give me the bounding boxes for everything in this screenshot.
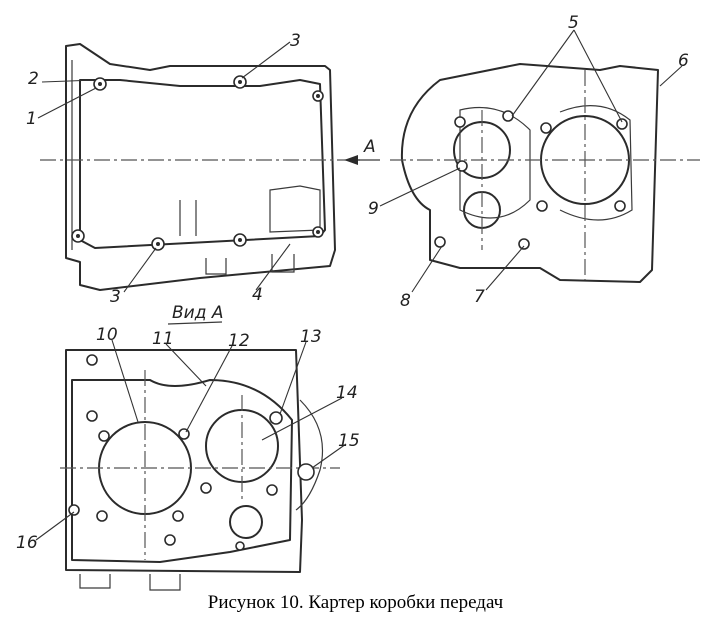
callout-8: 8 xyxy=(400,291,411,311)
arrow-label: А xyxy=(363,137,376,157)
view-arrow: А xyxy=(344,137,380,165)
view-a-label: Вид А xyxy=(172,303,224,323)
callout-13: 13 xyxy=(300,327,322,347)
callout-14: 14 xyxy=(336,383,358,403)
callout-9: 9 xyxy=(368,199,379,219)
callout-12: 12 xyxy=(228,331,250,351)
callout-6: 6 xyxy=(678,51,689,71)
callout-3-bottom: 3 xyxy=(110,287,121,307)
callout-4: 4 xyxy=(252,285,263,305)
callout-11: 11 xyxy=(152,329,174,349)
callout-1: 1 xyxy=(26,109,37,129)
callout-7: 7 xyxy=(474,287,485,307)
callout-15: 15 xyxy=(338,431,360,451)
callout-2: 2 xyxy=(28,69,39,89)
callout-3-top: 3 xyxy=(290,31,301,51)
view-a-inner xyxy=(71,379,293,563)
callout-10: 10 xyxy=(96,325,118,345)
callouts: 1 2 3 3 4 5 6 7 8 9 10 11 12 13 14 15 16 xyxy=(16,13,689,553)
view-a-outline xyxy=(65,349,303,573)
side-view-inner xyxy=(79,79,326,249)
view-a: Вид А xyxy=(60,303,340,591)
callout-16: 16 xyxy=(16,533,38,553)
view-a-boss xyxy=(229,505,263,539)
side-view xyxy=(40,43,360,291)
leader-lines xyxy=(35,29,683,541)
callout-5: 5 xyxy=(568,13,579,33)
figure-caption: Рисунок 10. Картер коробки передач xyxy=(207,592,504,613)
side-view-outline xyxy=(65,43,336,291)
end-view-outline xyxy=(400,63,659,283)
end-view xyxy=(390,63,700,283)
